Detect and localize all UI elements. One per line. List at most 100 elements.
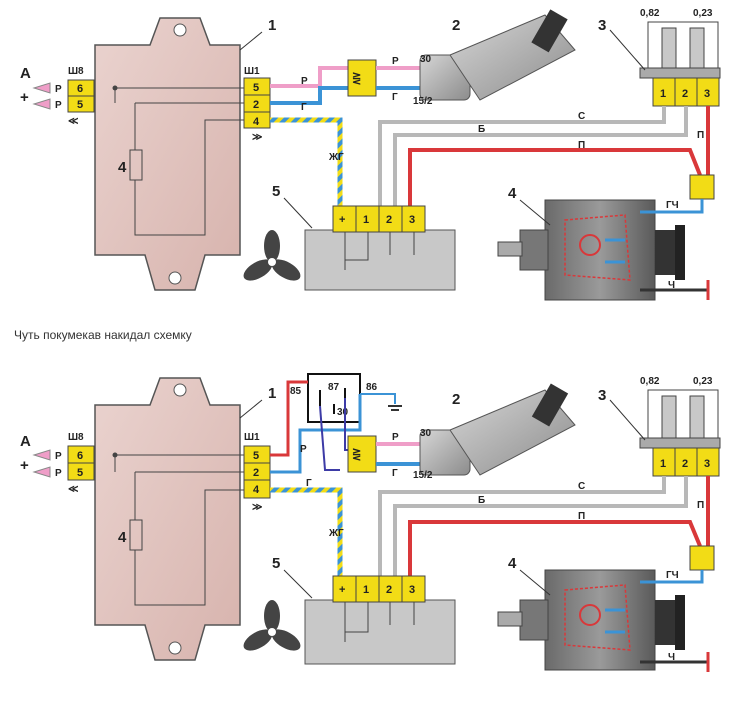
idle-valve bbox=[497, 199, 685, 301]
pedal-value-2: 0,23 bbox=[693, 8, 713, 19]
callout-ecu-b: 1 bbox=[268, 385, 276, 402]
fan-block-2 bbox=[304, 575, 456, 665]
diagram-modified-svg: 6 5 5 2 4 Ш8 Ш1 1 4 A + Р Р ≪ ≫ 85 87 86… bbox=[20, 373, 721, 672]
wire-yellow-blue bbox=[270, 117, 343, 208]
wire-label-g-ecu-b: Г bbox=[306, 478, 312, 489]
fan-pin-1: 1 bbox=[363, 214, 369, 226]
inline-connector-symbol: ⋛ bbox=[352, 72, 361, 85]
wire-gray-s-b bbox=[378, 476, 666, 578]
callout-idle-valve: 4 bbox=[508, 185, 517, 202]
wire-darkblue-30 bbox=[319, 405, 340, 471]
wire-blue-ecu bbox=[270, 394, 362, 474]
inline-connector-symbol-b: ⋛ bbox=[352, 448, 361, 461]
wire-label-p1: П bbox=[578, 140, 585, 151]
wire-label-ch: Ч bbox=[668, 280, 675, 291]
wire-label-p2: П bbox=[697, 130, 704, 141]
wire-red-p-b bbox=[408, 520, 702, 578]
wire-label-r-ecu-b: Р bbox=[300, 444, 307, 455]
left-pin-5: 5 bbox=[77, 99, 83, 111]
ecu-unit bbox=[94, 17, 270, 291]
connector-sh1-label: Ш1 bbox=[244, 66, 260, 77]
fan-pin-plus: + bbox=[339, 214, 345, 226]
ignition-switch bbox=[419, 9, 576, 101]
connector-sh1-label-b: Ш1 bbox=[244, 432, 260, 443]
wire-label-ch-b: Ч bbox=[668, 652, 675, 663]
wire-label-left-1-b: Р bbox=[55, 451, 62, 462]
wire-label-g-b: Г bbox=[392, 468, 398, 479]
wire-label-gch-b: ГЧ bbox=[666, 570, 679, 581]
left-pin-6: 6 bbox=[77, 83, 83, 95]
pedal-pin-1: 1 bbox=[660, 88, 666, 100]
relay-pin-86: 86 bbox=[366, 382, 378, 393]
fan-pin-3: 3 bbox=[409, 214, 415, 226]
callout-pedal: 3 bbox=[598, 17, 606, 34]
wire-label-r: Р bbox=[392, 56, 399, 67]
pedal-pin-3: 3 bbox=[704, 88, 710, 100]
wiring-diagram-original: 6 5 5 2 4 Ш8 Ш1 1 4 A + Р Р ≪ ≫ ⋛ Р Г Р … bbox=[0, 0, 750, 305]
wire-yellow-blue-b bbox=[270, 487, 343, 578]
connector-sh1-2 bbox=[243, 445, 271, 499]
wire-label-r-ecu: Р bbox=[301, 76, 308, 87]
pin-arrow-a bbox=[32, 82, 51, 94]
fan-pin-2: 2 bbox=[386, 214, 392, 226]
pedal-value-1-b: 0,82 bbox=[640, 376, 660, 387]
label-a: A bbox=[20, 65, 31, 82]
wire-label-r-b: Р bbox=[392, 432, 399, 443]
relay-pin-85: 85 bbox=[290, 386, 302, 397]
ecu-pin-4: 4 bbox=[253, 116, 260, 128]
label-plus-b: + bbox=[20, 457, 29, 474]
wire-label-gch: ГЧ bbox=[666, 200, 679, 211]
left-pin-6-b: 6 bbox=[77, 450, 83, 462]
caption-text: Чуть покумекав накидал схемку bbox=[14, 328, 192, 342]
connector-sh8-label-b: Ш8 bbox=[68, 432, 84, 443]
idle-valve-2 bbox=[497, 569, 685, 671]
ecu-pin-4-b: 4 bbox=[253, 484, 260, 496]
inline-connector-b bbox=[347, 435, 377, 473]
pedal-pin-3-b: 3 bbox=[704, 458, 710, 470]
callout-ignition-b: 2 bbox=[452, 391, 460, 408]
ecu-pin-2: 2 bbox=[253, 99, 259, 111]
wire-label-zhg: ЖГ bbox=[328, 152, 344, 163]
wire-label-left-1: Р bbox=[55, 84, 62, 95]
label-a-b: A bbox=[20, 433, 31, 450]
wire-gray-b-b bbox=[393, 476, 688, 578]
ecu-pin-2-b: 2 bbox=[253, 467, 259, 479]
pedal-pin-1-b: 1 bbox=[660, 458, 666, 470]
wire-label-b: Б bbox=[478, 124, 485, 135]
label-plus: + bbox=[20, 89, 29, 106]
pedal-value-1: 0,82 bbox=[640, 8, 660, 19]
inline-connector bbox=[347, 59, 377, 97]
valve-connector-b bbox=[689, 545, 715, 571]
wire-label-zhg-b: ЖГ bbox=[328, 528, 344, 539]
ignition-term-30: 30 bbox=[420, 54, 432, 65]
callout-ecu: 1 bbox=[268, 17, 276, 34]
valve-connector bbox=[689, 174, 715, 200]
pedal-sensor bbox=[639, 21, 721, 107]
fan-icon bbox=[243, 230, 301, 281]
ignition-term-15-2: 15/2 bbox=[413, 96, 433, 107]
wire-gray-b bbox=[393, 106, 688, 208]
wire-label-left-2-b: Р bbox=[55, 468, 62, 479]
wire-label-b-b: Б bbox=[478, 495, 485, 506]
callout-ecu-inner-b: 4 bbox=[118, 529, 127, 546]
left-pin-5-b: 5 bbox=[77, 467, 83, 479]
arrow-symbol-left: ≪ bbox=[68, 116, 78, 127]
pedal-value-2-b: 0,23 bbox=[693, 376, 713, 387]
ecu-pin-5: 5 bbox=[253, 82, 259, 94]
arrow-symbol-left-b: ≪ bbox=[68, 484, 78, 495]
ecu-unit-2 bbox=[94, 377, 270, 661]
ignition-term-15-2-b: 15/2 bbox=[413, 470, 433, 481]
fan-pin-plus-b: + bbox=[339, 584, 345, 596]
wire-blue-86 bbox=[360, 393, 396, 404]
fan-icon-2 bbox=[243, 600, 301, 651]
wire-red-85 bbox=[270, 380, 308, 457]
ignition-switch-2 bbox=[419, 383, 576, 476]
pedal-pin-2: 2 bbox=[682, 88, 688, 100]
callout-fan-block: 5 bbox=[272, 183, 280, 200]
ecu-pin-5-b: 5 bbox=[253, 450, 259, 462]
relay bbox=[307, 373, 361, 423]
fan-pin-2-b: 2 bbox=[386, 584, 392, 596]
wire-label-left-2: Р bbox=[55, 100, 62, 111]
wire-pink bbox=[270, 66, 350, 88]
callout-idle-valve-b: 4 bbox=[508, 555, 517, 572]
